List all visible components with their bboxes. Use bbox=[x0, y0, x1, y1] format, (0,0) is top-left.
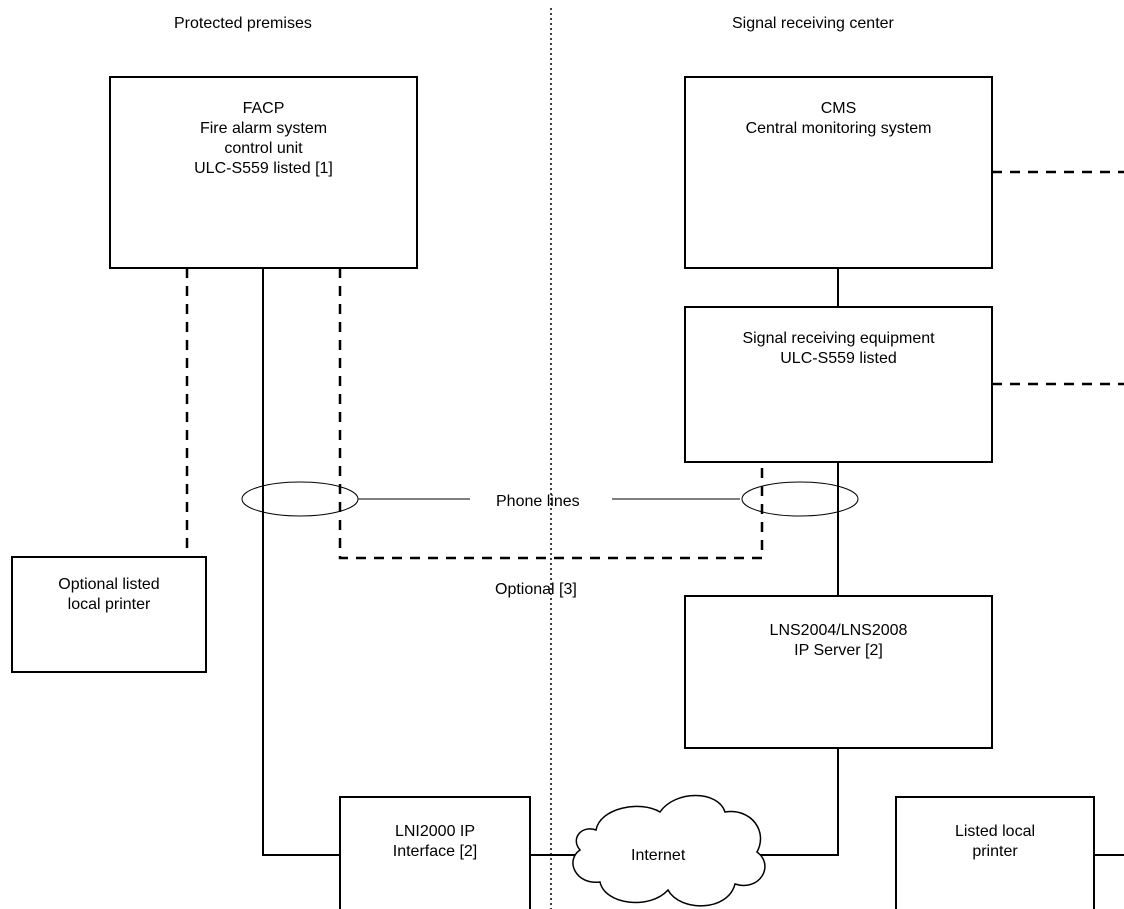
sre-subtitle: ULC-S559 listed bbox=[780, 350, 897, 367]
internet-label: Internet bbox=[631, 847, 686, 864]
sre-title: Signal receiving equipment bbox=[742, 330, 935, 347]
optional-printer-line2: local printer bbox=[67, 596, 151, 613]
facp-line4: ULC-S559 listed [1] bbox=[194, 160, 333, 177]
listed-printer-line1: Listed local bbox=[954, 823, 1036, 840]
cms-title: CMS bbox=[820, 100, 857, 117]
cms-box: CMS Central monitoring system bbox=[684, 76, 993, 269]
facp-line2: Fire alarm system bbox=[199, 120, 328, 137]
internet-cloud bbox=[572, 794, 766, 907]
optional-printer-box: Optional listed local printer bbox=[11, 556, 207, 673]
lns-title: LNS2004/LNS2008 bbox=[769, 622, 908, 639]
phone-lines-ellipse-left bbox=[241, 481, 359, 517]
optional-label: Optional [3] bbox=[495, 581, 577, 598]
optional-path-line bbox=[338, 268, 764, 560]
lni-subtitle: Interface [2] bbox=[392, 843, 478, 860]
facp-title: FACP bbox=[242, 100, 285, 117]
phone-lines-label: Phone lines bbox=[496, 493, 580, 510]
phone-lines-ellipse-right bbox=[741, 481, 859, 517]
listed-printer-box: Listed local printer bbox=[895, 796, 1095, 909]
facp-box: FACP Fire alarm system control unit ULC-… bbox=[109, 76, 418, 269]
signal-receiving-equipment-box: Signal receiving equipment ULC-S559 list… bbox=[684, 306, 993, 463]
cms-subtitle: Central monitoring system bbox=[745, 120, 932, 137]
lns-subtitle: IP Server [2] bbox=[794, 642, 883, 659]
optional-printer-line1: Optional listed bbox=[58, 576, 160, 593]
facp-line3: control unit bbox=[224, 140, 303, 157]
lns-to-internet-line bbox=[760, 748, 839, 856]
region-label-signal-receiving-center: Signal receiving center bbox=[732, 15, 894, 32]
lni-title: LNI2000 IP bbox=[394, 823, 476, 840]
region-label-protected-premises: Protected premises bbox=[174, 15, 312, 32]
listed-printer-line2: printer bbox=[972, 843, 1018, 860]
facp-to-lni-line bbox=[262, 268, 340, 856]
lni-ip-interface-box: LNI2000 IP Interface [2] bbox=[339, 796, 531, 909]
lns-ip-server-box: LNS2004/LNS2008 IP Server [2] bbox=[684, 595, 993, 749]
